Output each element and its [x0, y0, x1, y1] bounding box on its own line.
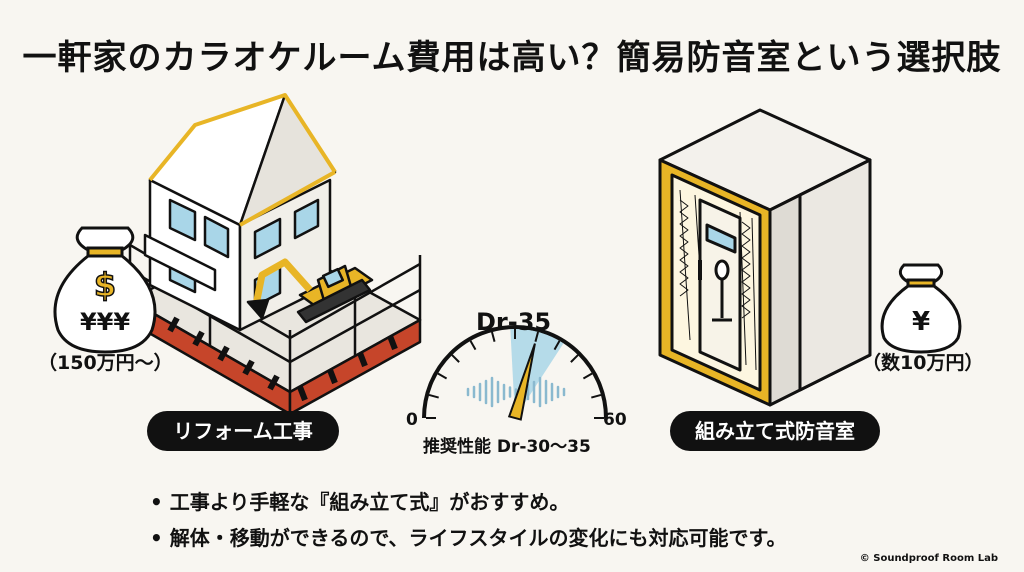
- house-renovation-illustration: [128, 93, 422, 416]
- soundproof-booth-illustration: [658, 108, 872, 407]
- price-renovation: （150万円〜）: [38, 352, 173, 374]
- bullet-list: 工事より手軽な『組み立て式』がおすすめ。 解体・移動ができるので、ライフスタイル…: [150, 484, 787, 556]
- svg-text:$: $: [94, 266, 116, 304]
- label-assembly-booth: 組み立て式防音室: [670, 411, 880, 451]
- soundproof-gauge: [422, 325, 608, 421]
- excavator-icon: [246, 258, 374, 324]
- gauge-min-label: 0: [406, 410, 418, 430]
- bag-label-right: ¥: [912, 307, 930, 337]
- gauge-caption: 推奨性能 Dr-30〜35: [423, 437, 591, 457]
- bullet-item: 解体・移動ができるので、ライフスタイルの変化にも対応可能です。: [150, 520, 787, 556]
- gauge-needle: [507, 343, 536, 421]
- bullet-item: 工事より手軽な『組み立て式』がおすすめ。: [150, 484, 787, 520]
- price-booth: （数10万円）: [862, 352, 984, 374]
- copyright-notice: © Soundproof Room Lab: [859, 553, 998, 564]
- bag-label-left: ¥¥¥: [80, 308, 130, 336]
- microphone-icon: [712, 259, 732, 322]
- gauge-top-label: Dr-35: [476, 308, 552, 336]
- money-bag-large-icon: $: [53, 226, 157, 354]
- gauge-max-label: 60: [603, 410, 627, 430]
- money-bag-small-icon: [880, 263, 962, 354]
- gauge-ticks: [426, 329, 604, 419]
- page-title: 一軒家のカラオケルーム費用は高い？簡易防音室という選択肢: [22, 38, 1002, 78]
- label-renovation: リフォーム工事: [147, 411, 339, 451]
